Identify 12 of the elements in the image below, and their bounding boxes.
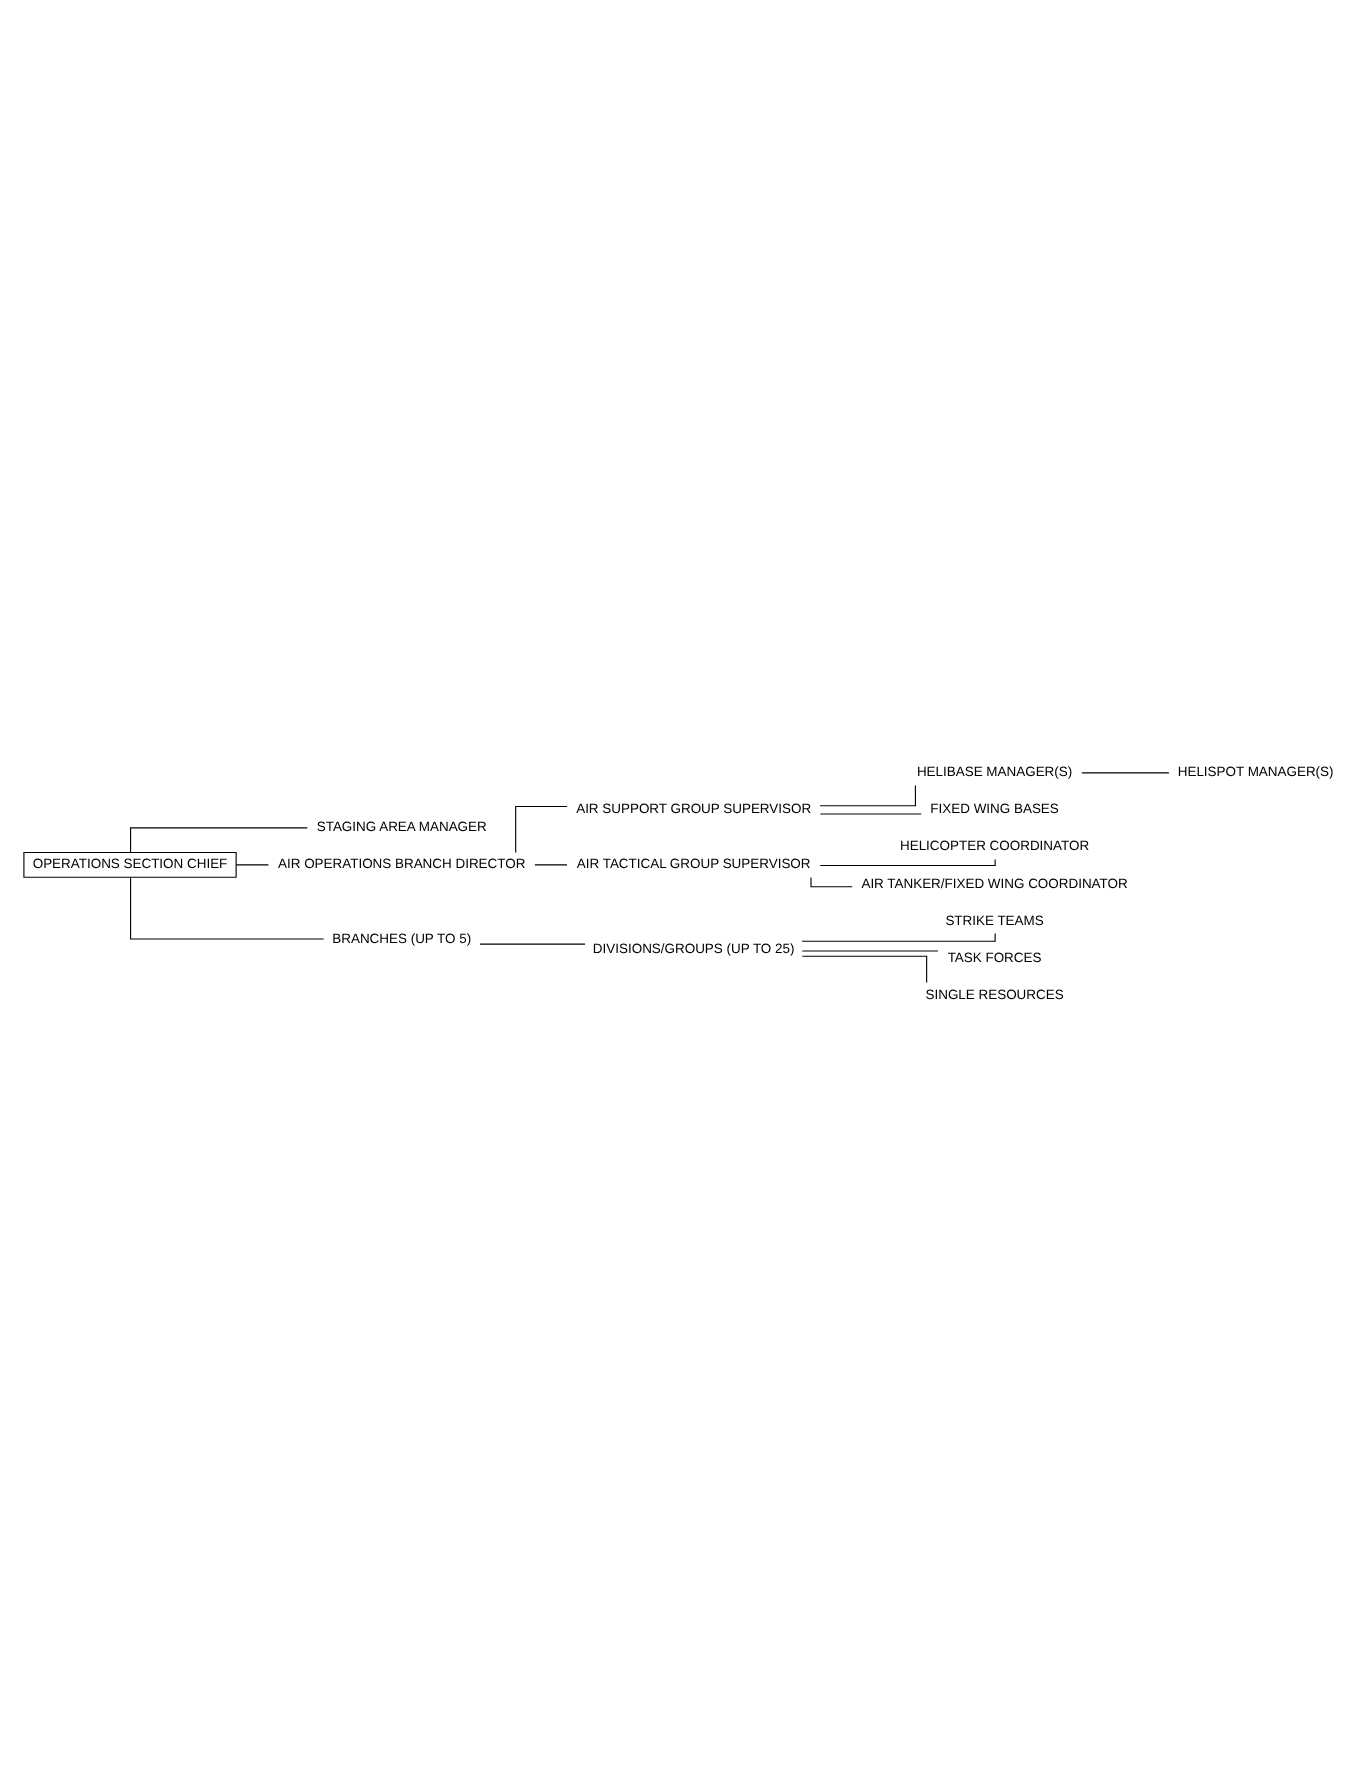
connector bbox=[801, 955, 928, 983]
connector bbox=[810, 876, 853, 888]
connector bbox=[819, 784, 916, 807]
connector bbox=[235, 864, 269, 866]
connector bbox=[515, 805, 568, 854]
connector bbox=[819, 859, 996, 867]
connector bbox=[534, 864, 568, 866]
connector bbox=[130, 876, 325, 940]
connector bbox=[479, 943, 586, 945]
connector bbox=[801, 932, 996, 942]
connector bbox=[130, 827, 308, 853]
connector bbox=[1081, 772, 1170, 774]
